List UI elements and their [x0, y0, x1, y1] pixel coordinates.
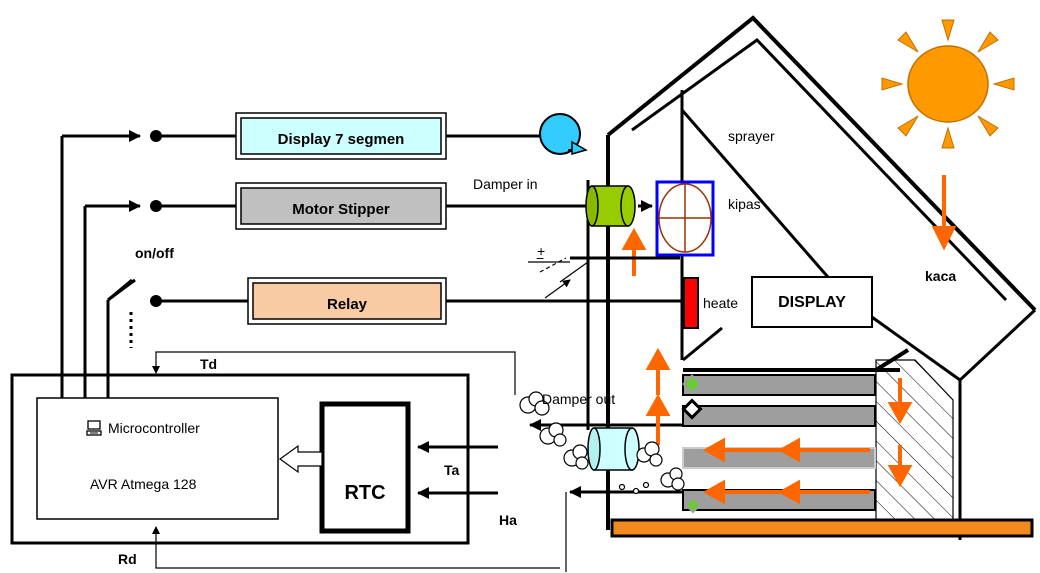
rd-label: Rd	[118, 551, 137, 567]
controller-outer-box	[10, 373, 470, 545]
rack-1	[682, 374, 876, 396]
display-7-segmen-box	[240, 117, 442, 155]
rack-2	[682, 405, 876, 427]
motor-stipper-box	[240, 187, 442, 225]
sprayer-label: sprayer	[728, 128, 775, 144]
damper-out-cylinder	[587, 427, 640, 471]
plus-sign: +	[537, 243, 546, 259]
roof-outline	[606, 15, 1037, 312]
motor-stipper-label: Motor Stipper	[292, 200, 390, 218]
ta-label: Ta	[444, 462, 460, 478]
microcontroller-label: Microcontroller	[108, 420, 200, 436]
on-off-label: on/off	[135, 245, 174, 261]
td-label: Td	[200, 356, 218, 372]
floor-base	[610, 518, 1034, 538]
sun-icon	[881, 19, 1015, 149]
kaca-label: kaca	[925, 268, 957, 284]
display-7-segmen-label: Display 7 segmen	[277, 130, 405, 148]
heater-label: heate	[703, 295, 739, 311]
damper-out-label: Damper out	[542, 391, 616, 407]
inside-display-box	[751, 276, 873, 328]
rtc-label: RTC	[344, 481, 386, 504]
relay-box	[252, 282, 442, 320]
computer-icon	[86, 420, 102, 436]
microcontroller-label-row: Microcontroller	[86, 420, 200, 436]
damper-in-label: Damper in	[473, 176, 538, 192]
damper-in-cylinder	[585, 185, 636, 227]
ha-label: Ha	[499, 512, 517, 528]
fan-kipas	[655, 180, 715, 257]
relay-label: Relay	[326, 295, 368, 313]
on-off-switch-lever	[107, 278, 133, 302]
avr-label: AVR Atmega 128	[90, 476, 197, 492]
rtc-box	[319, 401, 411, 534]
steam-puffs	[519, 391, 685, 495]
microcontroller-box	[36, 397, 279, 520]
minus-sign: −	[536, 250, 545, 266]
inside-display-label: DISPLAY	[778, 294, 846, 311]
heater-element	[683, 277, 699, 329]
buzzer-icon	[539, 113, 588, 155]
rtc-to-mcu-arrow	[278, 444, 323, 474]
kipas-label: kipas	[728, 196, 761, 212]
